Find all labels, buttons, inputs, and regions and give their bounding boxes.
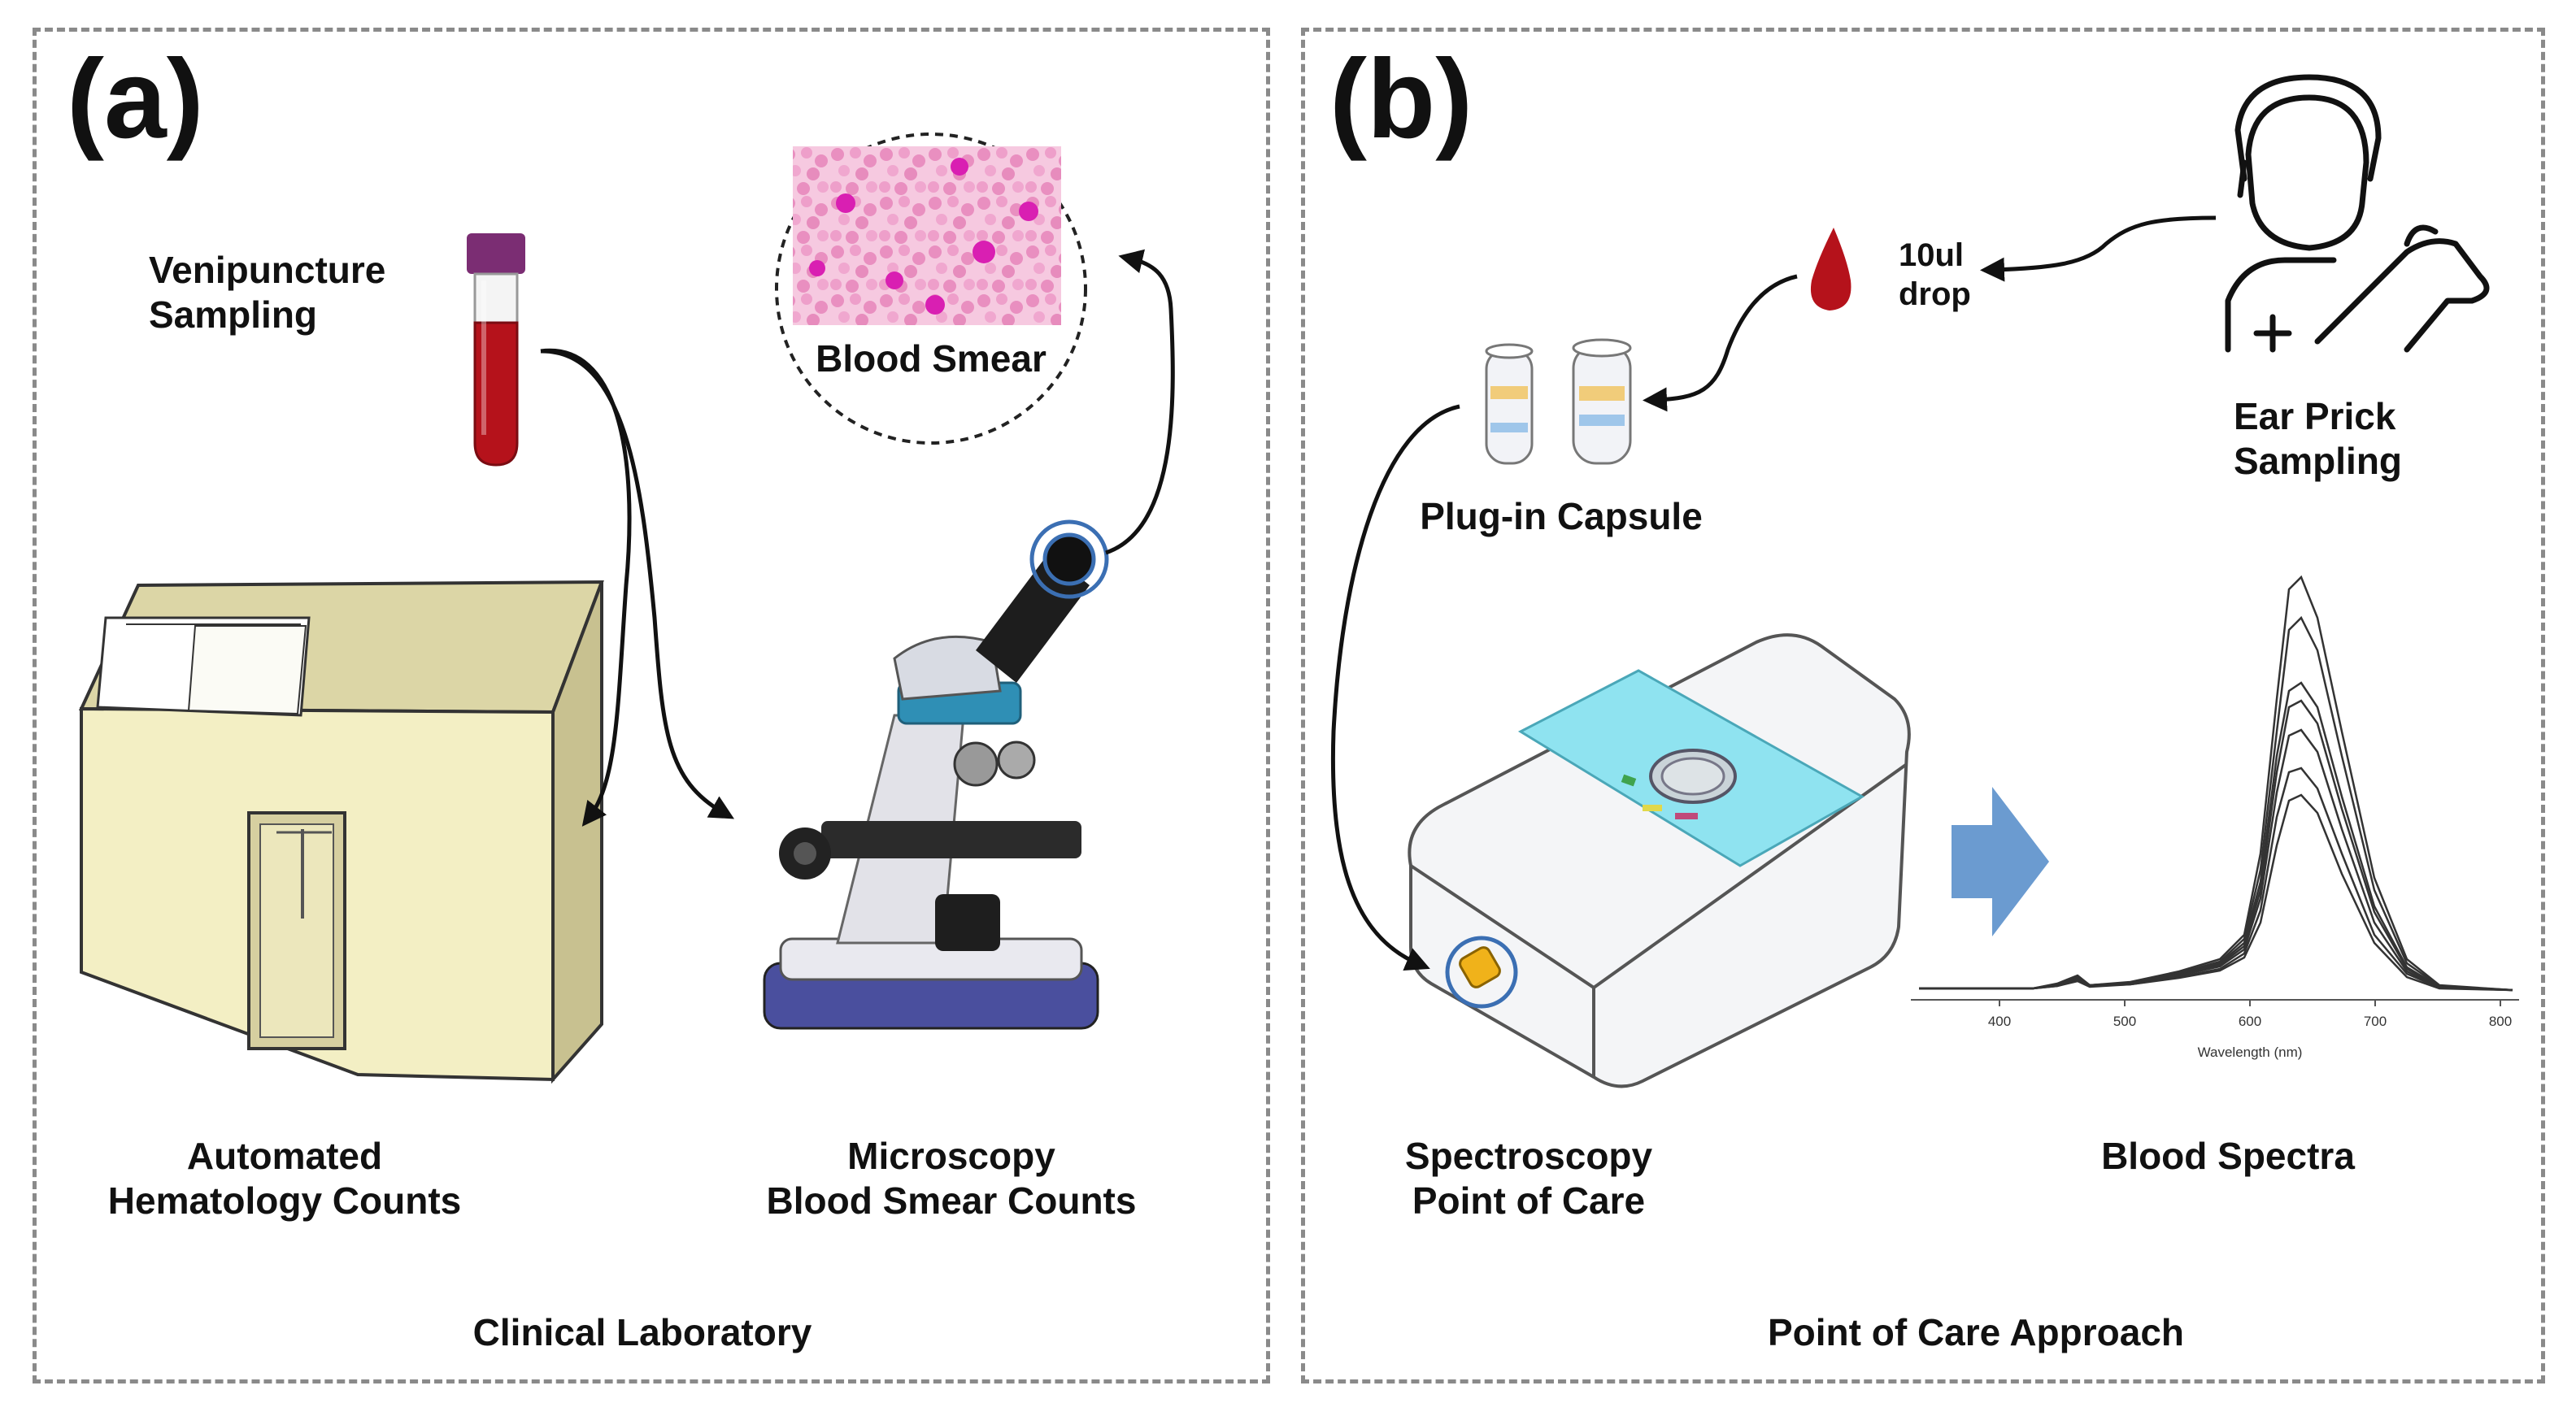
spectroscopy-line-1: Spectroscopy xyxy=(1404,1135,1653,1177)
microscope-icon xyxy=(763,519,1109,1030)
right-arrow-icon xyxy=(1952,787,2049,936)
x-tick-label: 400 xyxy=(1988,1014,2011,1029)
spectroscopy-line-2: Point of Care xyxy=(1412,1179,1646,1223)
ear-prick-line-1: Ear Prick xyxy=(2234,395,2396,437)
automated-label: Automated Hematology Counts xyxy=(65,1134,504,1223)
x-tick-label: 600 xyxy=(2239,1014,2261,1029)
clinical-laboratory-footer: Clinical Laboratory xyxy=(472,1311,812,1353)
capsule-label: Plug-in Capsule xyxy=(1420,495,1703,537)
microscopy-line-1: Microscopy xyxy=(847,1135,1055,1177)
venipuncture-line-2: Sampling xyxy=(149,293,318,337)
arrow-to-drop xyxy=(1980,215,2217,282)
microscopy-label: Microscopy Blood Smear Counts xyxy=(724,1134,1179,1223)
hematology-analyzer-icon xyxy=(78,580,604,1084)
blood-tube-icon xyxy=(467,233,525,467)
panel-b-letter: (b) xyxy=(1329,37,1473,162)
drop-line-1: 10ul xyxy=(1899,237,1965,273)
point-of-care-footer: Point of Care Approach xyxy=(1768,1311,2184,1353)
x-axis-label: Wavelength (nm) xyxy=(2198,1045,2303,1060)
blood-drop-icon xyxy=(1810,228,1852,311)
arrow-to-smear xyxy=(1105,249,1175,555)
capsule-icon xyxy=(1485,338,1632,465)
x-tick-label: 800 xyxy=(2489,1014,2512,1029)
drop-label: 10ul drop xyxy=(1899,236,1971,314)
person-with-dog-icon xyxy=(2225,74,2490,353)
panel-a-letter: (a) xyxy=(67,37,204,162)
blood-smear-label: Blood Smear xyxy=(816,337,1046,380)
automated-line-2: Hematology Counts xyxy=(107,1179,462,1223)
arrow-to-capsule xyxy=(1643,274,1798,412)
drop-line-2: drop xyxy=(1899,276,1971,312)
arrow-to-device xyxy=(1330,404,1460,971)
panel-a-frame xyxy=(33,28,1270,1383)
ear-prick-line-2: Sampling xyxy=(2234,440,2403,483)
arrow-to-microscope xyxy=(540,349,735,819)
x-tick-label: 500 xyxy=(2113,1014,2136,1029)
spectroscopy-label: Spectroscopy Point of Care xyxy=(1358,1134,1699,1223)
x-tick-label: 700 xyxy=(2364,1014,2387,1029)
venipuncture-label: Venipuncture Sampling xyxy=(149,248,385,337)
spectroscopy-device-icon xyxy=(1408,633,1911,1088)
panel-b-frame xyxy=(1301,28,2545,1383)
blood-spectra-label: Blood Spectra xyxy=(2101,1135,2355,1177)
blood-smear-view xyxy=(775,132,1087,445)
venipuncture-line-1: Venipuncture xyxy=(149,249,386,291)
ear-prick-label: Ear Prick Sampling xyxy=(2234,394,2402,484)
microscopy-line-2: Blood Smear Counts xyxy=(766,1179,1137,1223)
automated-line-1: Automated xyxy=(186,1135,383,1177)
arrow-to-analyzer xyxy=(540,348,632,827)
spectra-plot: 400 500 600 700 800 Wavelength (nm) xyxy=(1911,575,2519,1060)
